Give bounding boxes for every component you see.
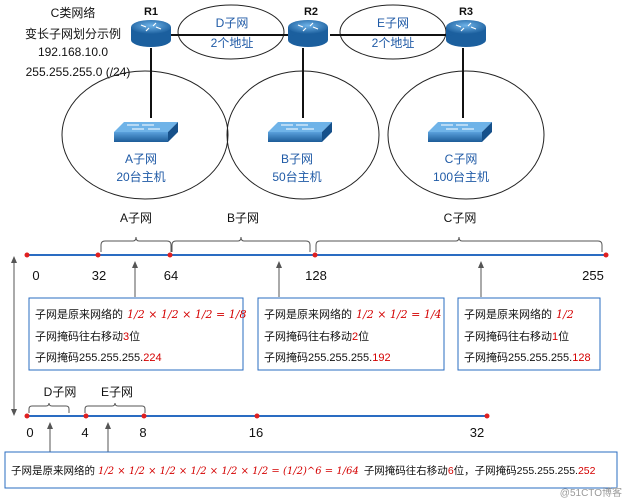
range-c-brace xyxy=(315,236,603,252)
axis1-dot-255 xyxy=(603,252,609,258)
switch-b-icon xyxy=(268,122,332,142)
router-icon xyxy=(131,20,171,47)
router-r1: R1 xyxy=(131,6,171,47)
axis2-tick-16: 16 xyxy=(249,425,263,440)
range-a-brace xyxy=(100,236,172,252)
watermark: @51CTO博客 xyxy=(560,486,622,499)
axis1-tick-255: 255 xyxy=(582,268,604,283)
axis1-tick-32: 32 xyxy=(92,268,106,283)
lan-c-hosts: 100台主机 xyxy=(433,169,489,184)
lan-c-name: C子网 xyxy=(445,152,478,166)
router-icon xyxy=(288,20,328,47)
zoom-arrow-up xyxy=(11,256,17,263)
axis2-dot-0 xyxy=(24,413,30,419)
axis2-tick-32: 32 xyxy=(470,425,484,440)
box-c-line2: 子网掩码往右移动1位 xyxy=(464,329,569,343)
range-d-brace xyxy=(28,402,70,413)
router-r2: R2 xyxy=(288,6,328,47)
pointer-d-head xyxy=(47,422,53,429)
link-e-name: E子网 xyxy=(377,16,409,30)
pointer-b-head xyxy=(276,261,282,268)
subnet-c-box xyxy=(457,297,601,371)
lan-b-hosts: 50台主机 xyxy=(272,169,321,184)
switch-c-icon xyxy=(428,122,492,142)
link-e-count: 2个地址 xyxy=(372,36,415,50)
pointer-a-head xyxy=(132,261,138,268)
range-e-label: E子网 xyxy=(101,385,133,399)
box-b-line3: 子网掩码255.255.255.192 xyxy=(264,350,391,364)
axis1-tick-128: 128 xyxy=(305,268,327,283)
pointer-c-head xyxy=(478,261,484,268)
router-icon xyxy=(446,20,486,47)
axis1-tick-64: 64 xyxy=(164,268,178,283)
axis2-dot-4 xyxy=(83,413,89,419)
box-b-fraction: 1/2 × 1/2 = 1/4 xyxy=(356,308,442,321)
axis1-dot-128 xyxy=(312,252,318,258)
link-d-ellipse xyxy=(177,4,285,60)
lan-a-ellipse xyxy=(61,70,229,200)
box-c-line3: 子网掩码255.255.255.128 xyxy=(464,350,591,364)
range-b-brace xyxy=(171,236,311,252)
range-a-label: A子网 xyxy=(120,211,152,225)
bottom-fraction: 1/2 × 1/2 × 1/2 × 1/2 × 1/2 × 1/2 = (1/2… xyxy=(98,466,359,477)
lan-c-ellipse xyxy=(387,70,545,200)
network-class-label: C类网络 xyxy=(51,5,96,20)
range-d-label: D子网 xyxy=(44,385,77,399)
link-d-name: D子网 xyxy=(216,16,249,30)
lan-b-name: B子网 xyxy=(281,152,313,166)
link-d-count: 2个地址 xyxy=(211,36,254,50)
lan-a-name: A子网 xyxy=(125,152,157,166)
axis1-dot-0 xyxy=(24,252,30,258)
box-a-line3: 子网掩码255.255.255.224 xyxy=(35,350,162,364)
box-a-fraction: 1/2 × 1/2 × 1/2 = 1/8 xyxy=(127,308,246,321)
axis2-dot-8 xyxy=(141,413,147,419)
axis2-tick-8: 8 xyxy=(139,425,146,440)
subnet-de-box xyxy=(4,451,618,489)
switch-a-icon xyxy=(114,122,178,142)
router-r3: R3 xyxy=(446,6,486,47)
subnet-b-box xyxy=(257,297,445,371)
range-e-brace xyxy=(84,402,146,413)
lan-a-hosts: 20台主机 xyxy=(116,169,165,184)
network-address: 192.168.10.0 xyxy=(38,45,108,59)
example-title: 变长子网划分示例 xyxy=(25,26,121,41)
router-r2-label: R2 xyxy=(304,6,318,18)
box-c-fraction: 1/2 xyxy=(556,308,574,321)
axis1-tick-0: 0 xyxy=(32,268,39,283)
box-b-line2: 子网掩码往右移动2位 xyxy=(264,329,369,343)
router-r3-label: R3 xyxy=(459,6,473,18)
link-e-ellipse xyxy=(339,4,447,60)
subnet-a-box xyxy=(28,297,244,371)
axis1-dot-32 xyxy=(95,252,101,258)
axis2-tick-0: 0 xyxy=(26,425,33,440)
axis2-dot-16 xyxy=(254,413,260,419)
router-r1-label: R1 xyxy=(144,6,158,18)
pointer-e-head xyxy=(105,422,111,429)
range-c-label: C子网 xyxy=(444,211,477,225)
box-a-line2: 子网掩码往右移动3位 xyxy=(35,329,140,343)
axis1-dot-64 xyxy=(167,252,173,258)
range-b-label: B子网 xyxy=(227,211,259,225)
axis2-tick-4: 4 xyxy=(81,425,88,440)
zoom-arrow-down xyxy=(11,409,17,416)
network-mask: 255.255.255.0 (/24) xyxy=(26,65,131,79)
axis2-dot-32 xyxy=(484,413,490,419)
